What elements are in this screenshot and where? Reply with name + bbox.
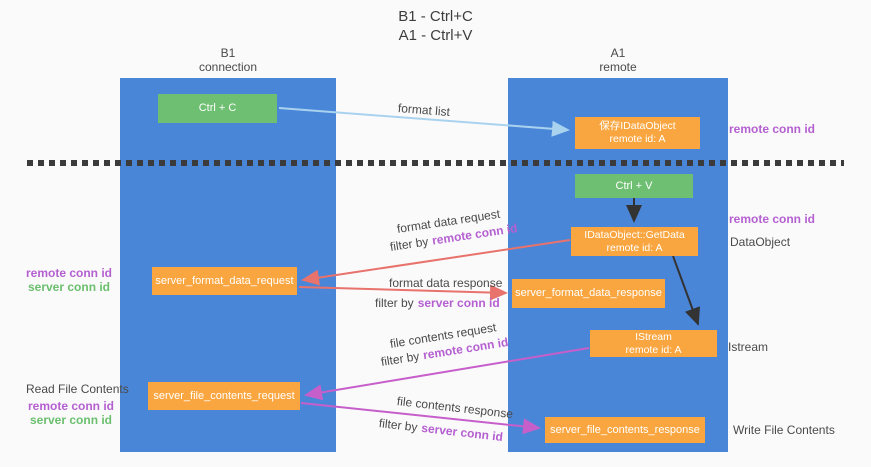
- server-file-contents-request-label: server_file_contents_request: [153, 389, 295, 402]
- arrow-file-contents-request: [304, 347, 590, 401]
- edge-label-format-data-response: format data response: [389, 276, 503, 290]
- node-save-idataobject: 保存IDataObject remote id: A: [575, 117, 700, 149]
- title-line-2: A1 - Ctrl+V: [398, 27, 473, 44]
- lane-b1-name: B1: [220, 46, 236, 60]
- node-server-file-contents-response: server_file_contents_response: [545, 417, 705, 443]
- lane-header-a1: A1 remote: [508, 46, 728, 74]
- diagram-title: B1 - Ctrl+C A1 - Ctrl+V: [0, 7, 871, 45]
- node-istream: IStream remote id: A: [590, 330, 717, 357]
- arrow-file-contents-response: [300, 402, 541, 435]
- left-remote-conn-id-2: remote conn id: [27, 399, 114, 413]
- ctrl-c-label: Ctrl + C: [198, 102, 237, 114]
- left-server-conn-id-2: server conn id: [29, 413, 113, 427]
- dataobject-label: DataObject: [730, 235, 791, 249]
- lane-b1-role: connection: [198, 60, 258, 74]
- left-remote-conn-id-1: remote conn id: [25, 266, 112, 280]
- node-server-format-data-response: server_format_data_response: [512, 279, 665, 308]
- right-remote-conn-id-1: remote conn id: [729, 122, 816, 136]
- read-file-contents-label: Read File Contents: [26, 382, 129, 396]
- phase-separator-dashed-line: [27, 160, 844, 166]
- ctrl-v-label: Ctrl + V: [615, 179, 653, 192]
- node-server-file-contents-request: server_file_contents_request: [148, 382, 300, 410]
- lane-a1-role: remote: [599, 60, 637, 74]
- arrow-format-data-request: [301, 239, 571, 286]
- node-server-format-data-request: server_format_data_request: [152, 267, 297, 295]
- lane-a1-name: A1: [610, 46, 626, 60]
- getdata-line2: remote id: A: [606, 241, 663, 254]
- istream-line1: IStream: [635, 330, 672, 343]
- node-ctrl-c: Ctrl + C: [158, 94, 277, 123]
- node-idataobject-getdata: IDataObject::GetData remote id: A: [571, 227, 698, 256]
- server-file-contents-response-label: server_file_contents_response: [550, 423, 700, 436]
- arrow-getdata-to-istream: [672, 255, 700, 326]
- istream-line2: remote id: A: [625, 343, 682, 356]
- arrow-format-list: [278, 107, 570, 137]
- server-conn-id-text: server conn id: [417, 296, 500, 310]
- left-conn-id-group-2: remote conn id server conn id: [26, 399, 116, 427]
- server-format-data-request-label: server_format_data_request: [155, 274, 294, 287]
- left-server-conn-id-1: server conn id: [27, 280, 111, 294]
- arrow-format-data-response: [298, 284, 508, 301]
- left-conn-id-group-1: remote conn id server conn id: [24, 266, 114, 294]
- write-file-contents-label: Write File Contents: [733, 423, 835, 437]
- istream-side-label: Istream: [728, 340, 769, 354]
- node-ctrl-v: Ctrl + V: [575, 174, 693, 198]
- lane-header-b1: B1 connection: [120, 46, 336, 74]
- getdata-line1: IDataObject::GetData: [584, 228, 685, 241]
- save-idataobject-line2: remote id: A: [609, 133, 666, 145]
- server-format-data-response-label: server_format_data_response: [515, 287, 662, 299]
- save-idataobject-line1: 保存IDataObject: [599, 120, 676, 132]
- filter-by-text: filter by: [375, 296, 414, 310]
- right-remote-conn-id-2: remote conn id: [729, 212, 816, 226]
- title-line-1: B1 - Ctrl+C: [398, 8, 473, 25]
